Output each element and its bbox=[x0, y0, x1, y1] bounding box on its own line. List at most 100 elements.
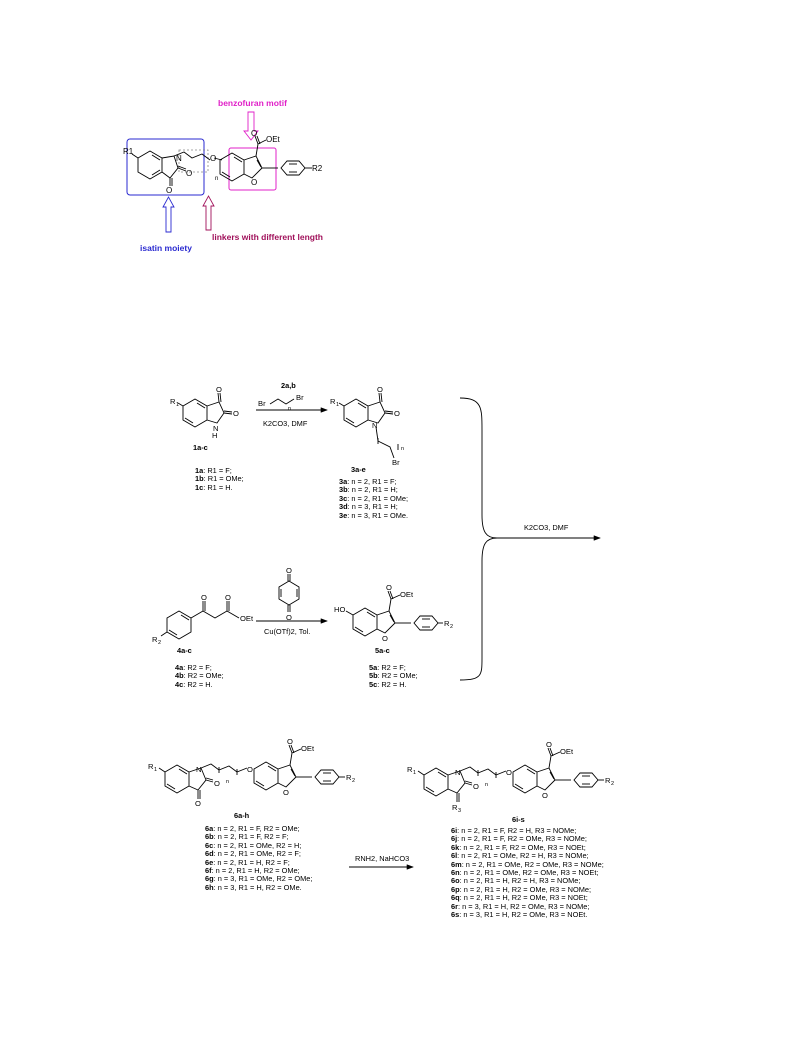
compound-substituents: : n = 2, R1 = H, R2 = F; bbox=[213, 857, 290, 867]
compound-entry: 3a: n = 2, R1 = F; bbox=[339, 477, 408, 486]
compound-substituents: : n = 2, R1 = OMe, R2 = F; bbox=[213, 849, 301, 859]
substituent-list-6a-h: 6a: n = 2, R1 = F, R2 = OMe;6b: n = 2, R… bbox=[205, 824, 313, 892]
atom-label: O bbox=[216, 385, 222, 394]
atom-label: O bbox=[201, 593, 207, 602]
compound-substituents: : n = 3, R1 = OMe, R2 = OMe; bbox=[213, 874, 313, 884]
substituent-list-4: 4a: R2 = F;4b: R2 = OMe;4c: R2 = H. bbox=[175, 663, 224, 689]
compound-substituents: : n = 2, R1 = OMe, R2 = H, R3 = NOMe; bbox=[457, 851, 589, 861]
structure-6i-s bbox=[417, 747, 604, 802]
step3-conditions: RNH2, NaHCO3 bbox=[355, 854, 410, 863]
compound-entry: 4b: R2 = OMe; bbox=[175, 672, 224, 680]
atom-label: 1 bbox=[413, 770, 416, 776]
compound-id: 6c bbox=[205, 840, 214, 850]
compound-substituents: : R1 = F; bbox=[203, 466, 232, 475]
compound-label-6i-s: 6i-s bbox=[512, 815, 525, 824]
compound-substituents: : n = 2, R1 = OMe, R2 = OMe, R3 = NOEt; bbox=[459, 868, 599, 878]
substituent-list-5: 5a: R2 = F;5b: R2 = OMe;5c: R2 = H. bbox=[369, 663, 418, 689]
atom-label: R bbox=[330, 397, 336, 406]
linker-label: linkers with different length bbox=[212, 232, 323, 242]
substituent-list-6i-s: 6i: n = 2, R1 = F, R2 = H, R3 = NOMe;6j:… bbox=[451, 826, 604, 920]
atom-label: Br bbox=[258, 399, 266, 408]
compound-substituents: : n = 2, R1 = OMe, R2 = OMe, R3 = NOMe; bbox=[461, 859, 604, 869]
compound-entry: 4a: R2 = F; bbox=[175, 663, 224, 672]
atom-label: R bbox=[170, 397, 176, 406]
compound-substituents: : n = 2, R1 = F, R2 = OMe, R3 = NOEt; bbox=[459, 842, 586, 852]
atom-label: 2 bbox=[450, 624, 453, 630]
compound-substituents: : n = 3, R1 = H, R2 = OMe, R3 = NOMe; bbox=[458, 901, 590, 911]
compound-id: 6s bbox=[451, 910, 460, 920]
atom-label: N bbox=[213, 424, 218, 433]
compound-id: 6j bbox=[451, 834, 458, 844]
compound-entry: 6m: n = 2, R1 = OMe, R2 = OMe, R3 = NOMe… bbox=[451, 859, 604, 869]
atom-label: R bbox=[444, 619, 450, 628]
atom-label: R bbox=[605, 776, 611, 785]
callout-arrows bbox=[162, 111, 259, 233]
compound-entry: 6p: n = 2, R1 = H, R2 = OMe, R3 = NOMe; bbox=[451, 884, 604, 894]
compound-id: 6p bbox=[451, 884, 460, 894]
compound-substituents: : n = 2, R1 = H, R2 = OMe, R3 = NOEt; bbox=[459, 893, 588, 903]
compound-substituents: : n = 2, R1 = OMe; bbox=[347, 493, 409, 503]
compound-id: 6q bbox=[451, 893, 460, 903]
compound-label-5: 5a-c bbox=[375, 646, 390, 655]
benzofuran-callout-arrow bbox=[243, 111, 259, 141]
benzoquinone bbox=[278, 574, 300, 612]
atom-label: 1 bbox=[336, 402, 339, 408]
compound-id: 6h bbox=[205, 882, 214, 892]
compound-substituents: : R2 = OMe; bbox=[183, 671, 224, 681]
compound-entry: 6d: n = 2, R1 = OMe, R2 = F; bbox=[205, 850, 312, 858]
compound-substituents: : n = 3, R1 = H; bbox=[347, 502, 398, 512]
atom-label: O bbox=[286, 613, 292, 622]
compound-substituents: : n = 2, R1 = H, R2 = OMe; bbox=[211, 866, 300, 876]
coupling-conditions: K2CO3, DMF bbox=[524, 523, 569, 532]
compound-entry: 1a: R1 = F; bbox=[195, 466, 244, 475]
atom-label: Br bbox=[392, 458, 400, 467]
ester-carbonyl-o: O bbox=[251, 129, 257, 138]
compound-label-6a-h: 6a-h bbox=[234, 811, 250, 820]
compound-id: 1a bbox=[195, 466, 204, 475]
atom-label: OEt bbox=[400, 590, 414, 599]
compound-id: 5c bbox=[369, 679, 378, 689]
atom-label: 1 bbox=[176, 402, 179, 408]
atom-label: R bbox=[346, 773, 352, 782]
compound-entry: 6h: n = 3, R1 = H, R2 = OMe. bbox=[205, 882, 312, 892]
compound-entry: 5c: R2 = H. bbox=[369, 679, 418, 689]
compound-entry: 1b: R1 = OMe; bbox=[195, 475, 244, 483]
n-subscript: n bbox=[215, 176, 218, 182]
dibromoalkane bbox=[269, 398, 295, 405]
benzofuran-highlight-box bbox=[228, 147, 277, 191]
structure-3 bbox=[338, 392, 399, 459]
compound-entry: 6o: n = 2, R1 = H, R2 = H, R3 = NOMe; bbox=[451, 877, 604, 885]
compound-entry: 6a: n = 2, R1 = F, R2 = OMe; bbox=[205, 824, 312, 833]
atom-label: O bbox=[286, 566, 292, 575]
compound-id: 6n bbox=[451, 868, 460, 878]
atom-label: O bbox=[542, 791, 548, 800]
compound-substituents: : n = 3, R1 = H, R2 = OMe, R3 = NOEt. bbox=[459, 910, 588, 920]
atom-label: OEt bbox=[560, 747, 574, 756]
compound-id: 6k bbox=[451, 842, 460, 852]
compound-entry: 6b: n = 2, R1 = F, R2 = F; bbox=[205, 833, 312, 841]
compound-substituents: : n = 2, R1 = F, R2 = H, R3 = NOMe; bbox=[457, 826, 577, 835]
ester-oet-label: OEt bbox=[266, 135, 281, 144]
atom-label: R bbox=[452, 803, 458, 812]
compound-substituents: : R2 = F; bbox=[183, 663, 212, 672]
compound-entry: 6r: n = 3, R1 = H, R2 = OMe, R3 = NOMe; bbox=[451, 901, 604, 911]
nitrogen-label: N bbox=[176, 154, 182, 163]
atom-label: O bbox=[386, 583, 392, 592]
compound-entry: 6f: n = 2, R1 = H, R2 = OMe; bbox=[205, 866, 312, 876]
atom-label: 2 bbox=[158, 640, 161, 646]
atom-label: O bbox=[377, 385, 383, 394]
compound-substituents: : R1 = OMe; bbox=[203, 474, 244, 484]
compound-label-1: 1a-c bbox=[193, 443, 208, 452]
compound-entry: 6j: n = 2, R1 = F, R2 = OMe, R3 = NOMe; bbox=[451, 835, 604, 843]
atom-label: R bbox=[148, 762, 154, 771]
atom-label: OEt bbox=[240, 614, 254, 623]
ether-o: O bbox=[210, 154, 216, 163]
compound-entry: 3d: n = 3, R1 = H; bbox=[339, 503, 408, 511]
compound-id: 6r bbox=[451, 901, 458, 911]
compound-substituents: : R1 = H. bbox=[203, 482, 233, 492]
compound-id: 3a bbox=[339, 477, 348, 486]
atom-label: O bbox=[382, 634, 388, 643]
compound-id: 6f bbox=[205, 866, 212, 876]
